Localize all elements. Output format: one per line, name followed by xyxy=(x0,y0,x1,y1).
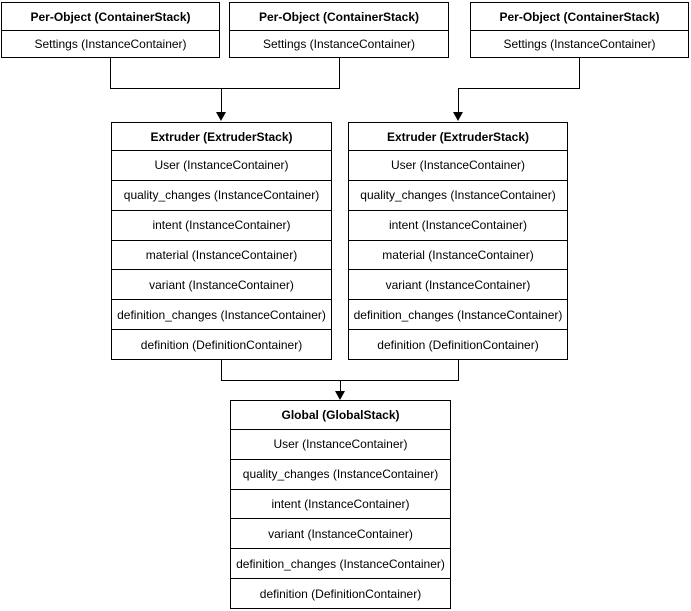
container-row: Settings (InstanceContainer) xyxy=(503,37,656,51)
container-row: intent (InstanceContainer) xyxy=(349,211,567,241)
stack-title: Per-Object (ContainerStack) xyxy=(230,3,448,31)
container-row: User (InstanceContainer) xyxy=(231,430,450,460)
container-row: variant (InstanceContainer) xyxy=(231,519,450,550)
container-row: intent (InstanceContainer) xyxy=(112,211,331,241)
container-row: variant (InstanceContainer) xyxy=(112,270,331,301)
connector-extruder-left-drop xyxy=(221,360,222,380)
stack-title: Global (GlobalStack) xyxy=(231,401,450,430)
container-row: quality_changes (InstanceContainer) xyxy=(349,181,567,211)
container-row: Settings (InstanceContainer) xyxy=(262,37,416,51)
connector-left-bus xyxy=(110,88,340,89)
connector-to-global xyxy=(340,380,341,392)
connector-per-object-3-drop xyxy=(579,58,580,88)
per-object-stack-3: Per-Object (ContainerStack) Settings (In… xyxy=(470,2,689,58)
container-row: definition (DefinitionContainer) xyxy=(377,337,539,352)
container-row: variant (InstanceContainer) xyxy=(349,270,567,301)
arrowhead-extruder-left-icon xyxy=(216,112,226,121)
container-row: User (InstanceContainer) xyxy=(349,151,567,181)
container-row: User (InstanceContainer) xyxy=(112,151,331,181)
global-stack: Global (GlobalStack) User (InstanceConta… xyxy=(230,400,451,609)
connector-per-object-1-drop xyxy=(110,58,111,88)
per-object-stack-1: Per-Object (ContainerStack) Settings (In… xyxy=(1,2,220,58)
container-row: quality_changes (InstanceContainer) xyxy=(231,460,450,490)
arrowhead-extruder-right-icon xyxy=(453,112,463,121)
stack-title: Extruder (ExtruderStack) xyxy=(349,123,567,151)
container-row: definition (DefinitionContainer) xyxy=(140,337,303,352)
stack-title: Extruder (ExtruderStack) xyxy=(112,123,331,151)
extruder-stack-left: Extruder (ExtruderStack) User (InstanceC… xyxy=(111,122,332,360)
container-row: intent (InstanceContainer) xyxy=(231,490,450,520)
container-row: definition_changes (InstanceContainer) xyxy=(112,300,331,331)
connector-to-extruder-left xyxy=(221,88,222,113)
container-row: definition_changes (InstanceContainer) xyxy=(231,549,450,580)
container-row: quality_changes (InstanceContainer) xyxy=(112,181,331,211)
connector-right-bus xyxy=(458,88,580,89)
container-row: material (InstanceContainer) xyxy=(349,241,567,271)
connector-to-extruder-right xyxy=(458,88,459,113)
container-row: definition (DefinitionContainer) xyxy=(259,586,422,601)
container-row: definition_changes (InstanceContainer) xyxy=(349,300,567,331)
connector-extruder-right-drop xyxy=(458,360,459,380)
container-row: material (InstanceContainer) xyxy=(112,241,331,271)
arrowhead-global-icon xyxy=(335,391,345,400)
stack-title: Per-Object (ContainerStack) xyxy=(2,3,219,31)
stack-title: Per-Object (ContainerStack) xyxy=(471,3,688,31)
per-object-stack-2: Per-Object (ContainerStack) Settings (In… xyxy=(229,2,449,58)
container-row: Settings (InstanceContainer) xyxy=(34,37,187,51)
extruder-stack-right: Extruder (ExtruderStack) User (InstanceC… xyxy=(348,122,568,360)
connector-per-object-2-drop xyxy=(339,58,340,88)
